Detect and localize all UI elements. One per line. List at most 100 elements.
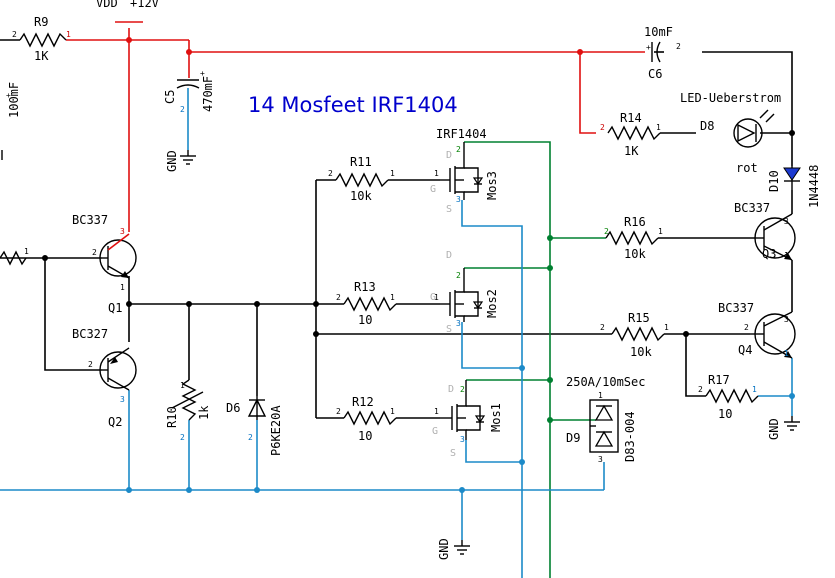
svg-text:1: 1 (434, 293, 439, 302)
capacitor-value: 100mF (7, 82, 21, 118)
svg-text:1: 1 (664, 323, 669, 332)
resistor-value: 10 (718, 407, 732, 421)
svg-text:1: 1 (390, 407, 395, 416)
svg-text:3: 3 (456, 195, 461, 204)
svg-text:1: 1 (180, 381, 185, 390)
transistor-ref: Q4 (738, 343, 752, 357)
svg-text:2: 2 (456, 145, 461, 154)
schematic-title: 14 Mosfeet IRF1404 (248, 93, 458, 117)
svg-text:1: 1 (434, 407, 439, 416)
svg-text:+: + (646, 43, 651, 52)
resistor-value: 10k (624, 247, 646, 261)
svg-text:3: 3 (120, 395, 125, 404)
vdd-supply-symbol: VDD +12V (96, 0, 159, 10)
transistor-q2: BC327 Q2 2 3 (72, 327, 137, 429)
transistor-q3: BC337 Q3 3 1 (734, 201, 796, 261)
supply-name: VDD (96, 0, 118, 10)
svg-text:1: 1 (390, 169, 395, 178)
pin-gate-label: G (430, 184, 436, 195)
svg-text:3: 3 (598, 455, 603, 464)
mosfet-ref: Mos3 (485, 171, 499, 200)
ground-label: GND (437, 538, 451, 560)
junction-dot (519, 459, 525, 465)
resistor-value: 10 (358, 313, 372, 327)
junction-dot (547, 377, 553, 383)
led-color-label: rot (736, 161, 758, 175)
junction-dot (547, 265, 553, 271)
pin-drain-label: D (446, 250, 452, 261)
resistor-ref: R11 (350, 155, 372, 169)
transistor-type: BC327 (72, 327, 108, 341)
junction-dot (547, 235, 553, 241)
resistor-ref: R17 (708, 373, 730, 387)
svg-text:2: 2 (456, 271, 461, 280)
junction-dot (186, 49, 192, 55)
svg-text:2: 2 (460, 385, 465, 394)
resistor-r10: R10 1k 12 (165, 379, 211, 442)
supply-value: +12V (130, 0, 159, 10)
ground-symbol-c5: GND (165, 150, 196, 172)
pin-source-label: S (450, 448, 456, 459)
svg-text:2: 2 (676, 42, 681, 51)
svg-text:2: 2 (744, 323, 749, 332)
resistor-ref: R13 (354, 280, 376, 294)
resistor-value: 10k (630, 345, 652, 359)
resistor-ref: R15 (628, 311, 650, 325)
resistor-value: 1K (34, 49, 49, 63)
capacitor-ref: C6 (648, 67, 662, 81)
svg-text:3: 3 (456, 319, 461, 328)
resistor-value: 10k (350, 189, 372, 203)
resistor-r15: R15 10k 2 1 (600, 311, 669, 359)
diode-value: D83-004 (623, 411, 637, 462)
junction-dot (577, 49, 583, 55)
svg-text:2: 2 (92, 248, 97, 257)
junction-dot (186, 301, 192, 307)
junction-dot (683, 331, 689, 337)
junction-dot (789, 393, 795, 399)
diode-ref: D10 (767, 170, 781, 192)
junction-dot (547, 417, 553, 423)
resistor-ref: R12 (352, 395, 374, 409)
resistor-value: 1K (624, 144, 639, 158)
transistor-ref: Q1 (108, 301, 122, 315)
svg-text:1: 1 (390, 293, 395, 302)
mosfet-ref: Mos2 (485, 289, 499, 318)
pin-drain-label: D (446, 150, 452, 161)
svg-text:2: 2 (600, 323, 605, 332)
drain-net (464, 141, 606, 578)
ground-symbol-bottom: GND (437, 538, 470, 560)
diode-d6: D6 P6KE20A 2 (226, 396, 283, 456)
svg-text:1: 1 (656, 123, 661, 132)
diode-d9: 250A/10mSec D9 D83-004 1 3 (566, 375, 645, 464)
junction-dot (789, 130, 795, 136)
diode-ref: D6 (226, 401, 240, 415)
svg-text:1: 1 (658, 227, 663, 236)
svg-text:+: + (200, 69, 205, 78)
capacitor-partial: 100mF + (1, 82, 21, 160)
resistor-value: 10 (358, 429, 372, 443)
svg-text:1: 1 (784, 349, 789, 358)
pin-drain-label: D (448, 384, 454, 395)
svg-text:1: 1 (24, 247, 29, 256)
svg-text:1: 1 (434, 169, 439, 178)
svg-text:2: 2 (604, 227, 609, 236)
pin-gate-label: G (432, 426, 438, 437)
capacitor-ref: C5 (163, 90, 177, 104)
capacitor-value: 470mF (201, 76, 215, 112)
capacitor-value: 10mF (644, 25, 673, 39)
mosfet-ref: Mos1 (489, 403, 503, 432)
diode-value: LED-Ueberstrom (680, 91, 781, 105)
junction-dot (313, 301, 319, 307)
resistor-ref: R14 (620, 111, 642, 125)
svg-text:1: 1 (66, 30, 71, 39)
svg-text:2: 2 (12, 30, 17, 39)
junction-dot (313, 331, 319, 337)
svg-text:3: 3 (784, 315, 789, 324)
mosfet-header: IRF1404 (436, 127, 487, 141)
